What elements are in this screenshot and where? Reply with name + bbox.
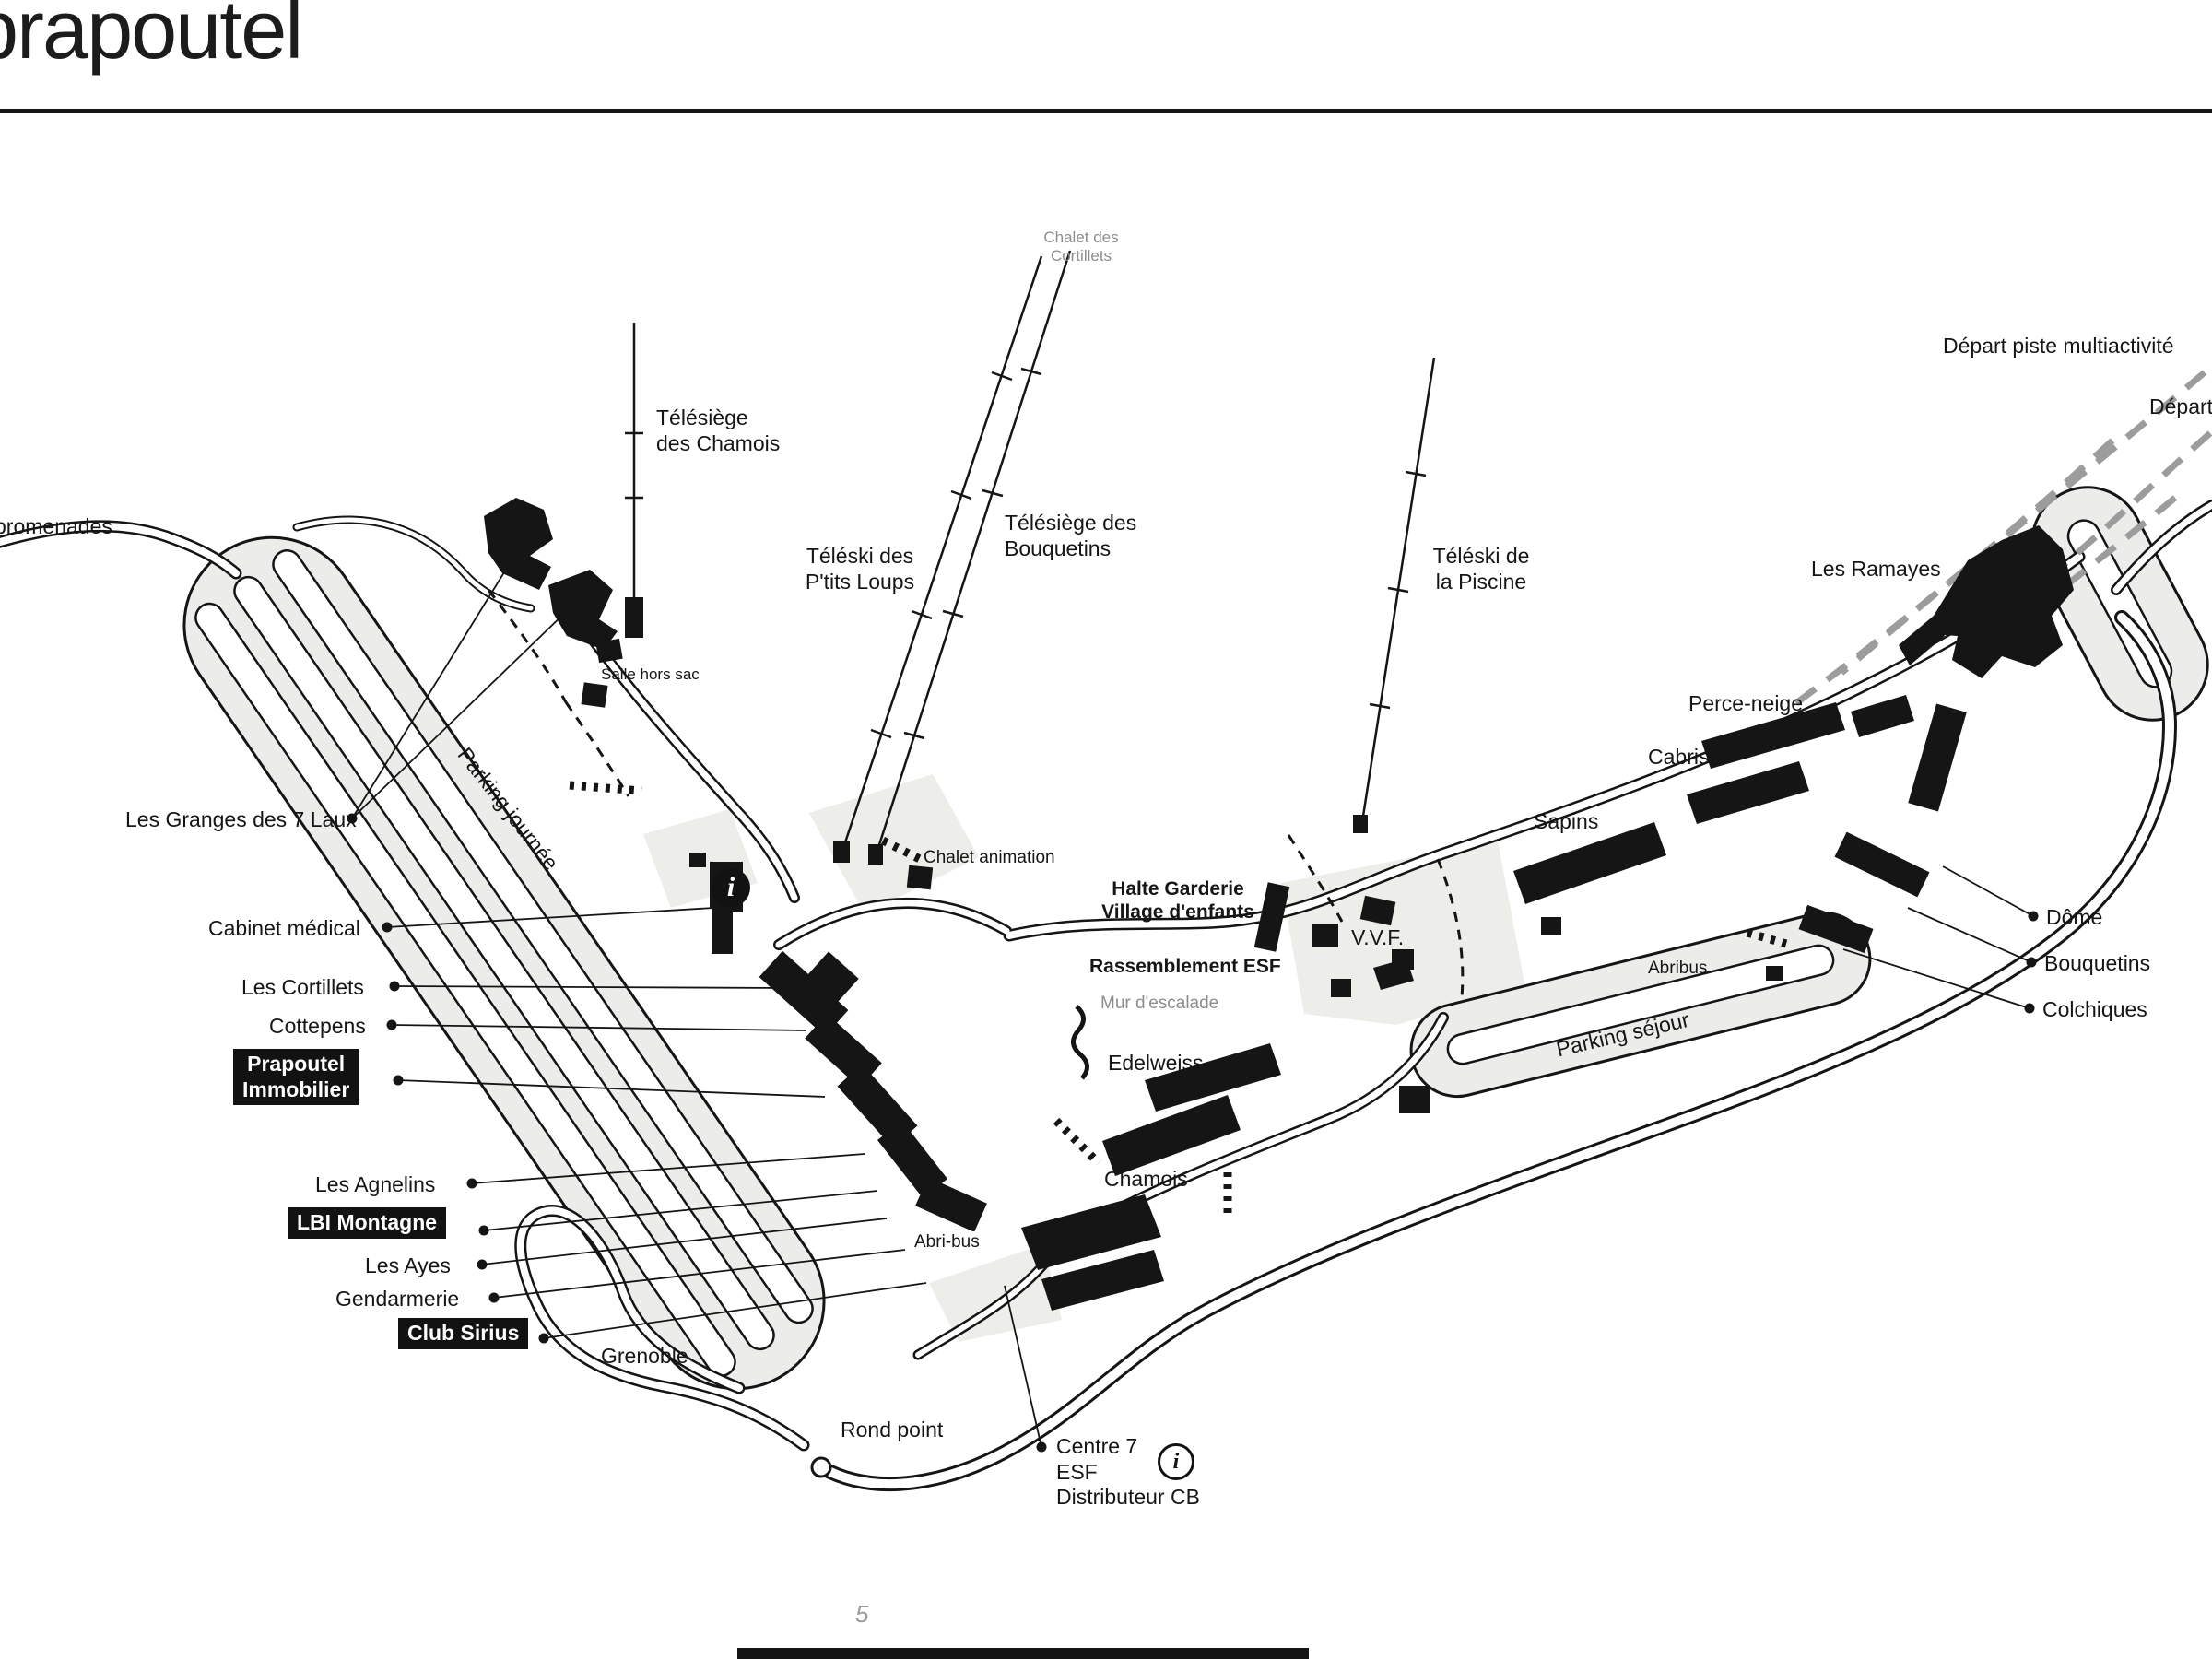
- stray-mark: 5: [855, 1600, 869, 1628]
- buildings-layer: [484, 498, 2074, 1311]
- label-chalet-animation: Chalet animation: [924, 848, 1055, 867]
- page-title: prapoutel: [0, 0, 303, 76]
- roundabout-marker: [810, 1456, 832, 1478]
- dotted-strips-layer: [569, 781, 1788, 1218]
- label-chalet-des-cortillets: Chalet des Cortillets: [1043, 229, 1119, 265]
- info-icon: i: [712, 868, 750, 907]
- label-telesiege-des-chamois: Télésiège des Chamois: [656, 406, 781, 455]
- label-salle-hors-sac: Salle hors sac: [601, 665, 700, 683]
- label-les-agnelins: Les Agnelins: [315, 1172, 436, 1196]
- label-vvf: V.V.F.: [1351, 925, 1405, 949]
- label-perce-neige: Perce-neige: [1688, 691, 1804, 715]
- label-club-sirius: Club Sirius: [398, 1318, 529, 1349]
- label-abri-bus: Abri-bus: [911, 1231, 983, 1254]
- label-telesiege-des-bouquetins: Télésiège des Bouquetins: [1005, 511, 1137, 560]
- label-cabinet-medical: Cabinet médical: [208, 916, 360, 940]
- label-colchiques: Colchiques: [2042, 997, 2147, 1021]
- label-teleski-des-ptits-loups: Téléski des P'tits Loups: [805, 544, 915, 594]
- label-abribus: Abribus: [1648, 959, 1708, 978]
- info-icon-centre7: i: [1158, 1443, 1194, 1480]
- lifts-layer: [625, 250, 1436, 865]
- label-gendarmerie: Gendarmerie: [335, 1287, 460, 1311]
- label-mur-escalade: Mur d'escalade: [1100, 994, 1219, 1013]
- label-edelweiss: Edelweiss: [1108, 1051, 1204, 1075]
- label-les-ayes: Les Ayes: [365, 1253, 451, 1277]
- leader-lines-layer: [351, 552, 2034, 1448]
- label-promenades: promenades: [0, 514, 112, 538]
- label-dome: Dôme: [2046, 905, 2103, 929]
- label-les-ramayes: Les Ramayes: [1811, 557, 1941, 581]
- label-cabris: Cabris: [1648, 745, 1710, 769]
- label-cottepens: Cottepens: [269, 1014, 366, 1038]
- label-lbi-montagne: LBI Montagne: [288, 1207, 447, 1239]
- label-teleski-de-la-piscine: Téléski de la Piscine: [1432, 544, 1530, 594]
- label-chamois: Chamois: [1104, 1167, 1188, 1191]
- label-depart-piste-multiactivite: Départ piste multiactivité: [1943, 334, 2174, 358]
- label-grenoble: Grenoble: [601, 1344, 688, 1368]
- label-sapins: Sapins: [1534, 809, 1599, 833]
- title-rule: [0, 109, 2212, 113]
- label-les-cortillets: Les Cortillets: [241, 975, 364, 999]
- label-bouquetins: Bouquetins: [2044, 951, 2151, 975]
- label-les-granges-des-7-laux: Les Granges des 7 Laux: [125, 807, 357, 831]
- scan-edge-artifact: [737, 1648, 1309, 1659]
- leader-dots-layer: [347, 813, 2039, 1453]
- footpaths-layer: [487, 589, 1465, 998]
- label-depart-piste: Départ p: [2149, 394, 2212, 418]
- label-centre-7-esf: Centre 7 ESF Distributeur CB: [1056, 1434, 1200, 1510]
- parking-journee-loop: [182, 535, 826, 1391]
- label-rond-point: Rond point: [841, 1418, 944, 1441]
- label-prapoutel-immobilier: Prapoutel Immobilier: [233, 1049, 359, 1106]
- roads-inner-layer: [0, 501, 2212, 1489]
- label-halte-garderie: Halte Garderie Village d'enfants: [1101, 878, 1254, 924]
- climbing-wall-mark: [1071, 1005, 1089, 1080]
- label-rassemblement-esf: Rassemblement ESF: [1089, 956, 1281, 977]
